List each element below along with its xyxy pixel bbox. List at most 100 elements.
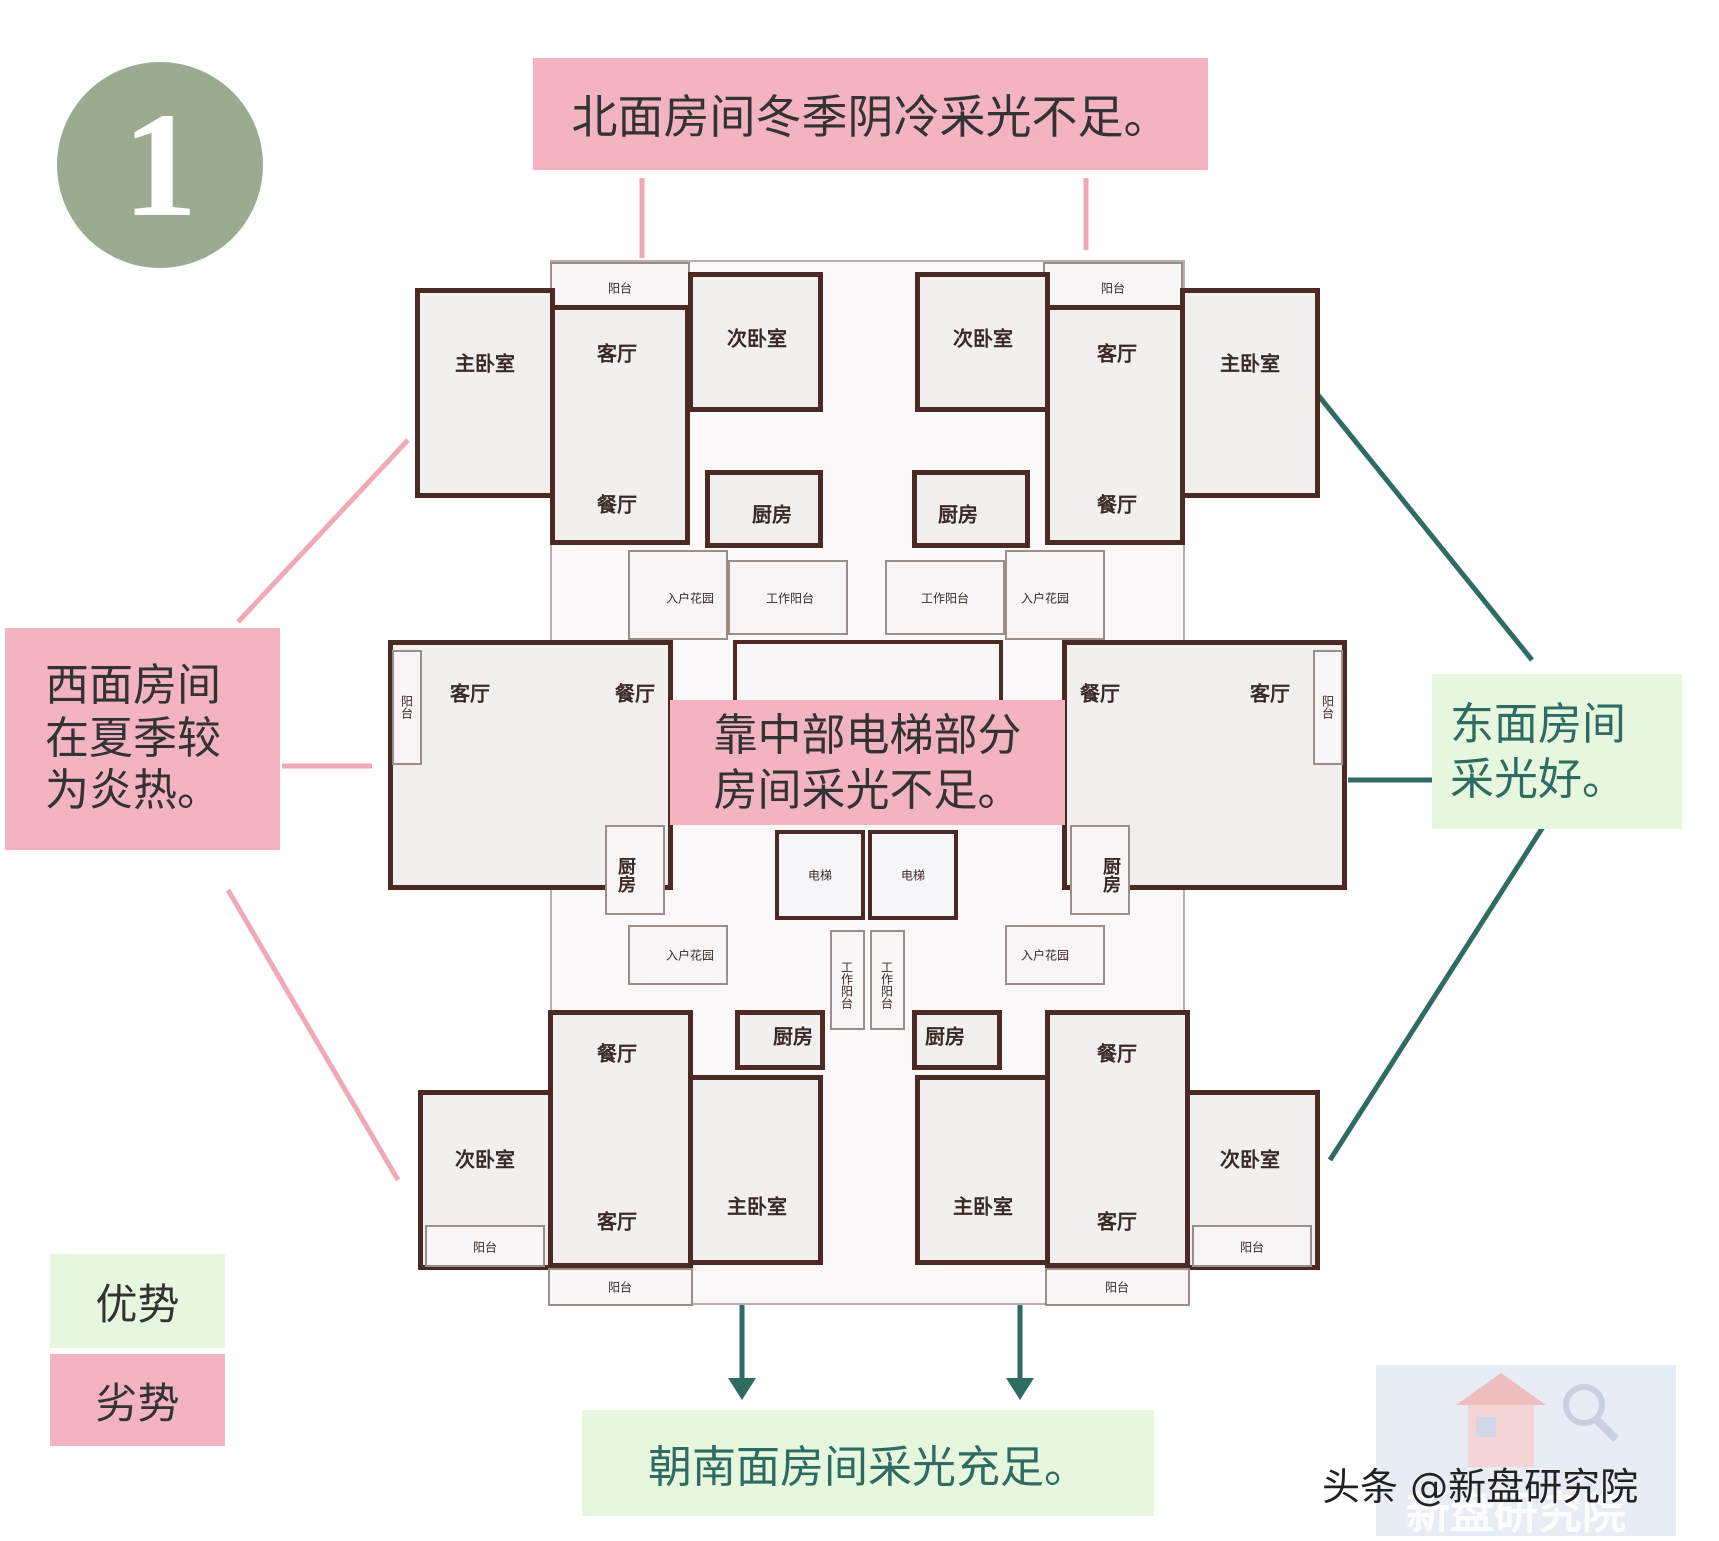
west-callout-line-2: 在夏季较 [45,712,221,764]
kitchen-mr [1070,825,1130,915]
west-callout-line-3: 为炎热。 [45,765,221,817]
south-arrowhead-right [1006,1378,1034,1400]
kitchen-br [912,1010,1002,1070]
second-bedroom-br-label: 次卧室 [1220,1147,1280,1172]
balcony-br-side [1192,1225,1312,1267]
second-bedroom-bl-label: 次卧室 [455,1147,515,1172]
master-bedroom-bl [688,1075,823,1265]
entry-garden-br [1005,925,1105,985]
kitchen-tr-label: 厨房 [938,502,978,527]
balcony-bl-side-label: 阳台 [472,1240,498,1255]
kitchen-ml-label: 厨房 [615,857,636,893]
master-bedroom-bl-label: 主卧室 [727,1194,787,1219]
balcony-bl [548,1268,693,1306]
kitchen-br-label: 厨房 [925,1024,965,1049]
balcony-ml-label: 阳台 [399,695,414,719]
master-bedroom-tr [1180,288,1320,498]
entry-garden-tr [1005,550,1105,640]
east-callout-line-2: 采光好。 [1450,753,1626,805]
entry-garden-bl-label: 入户花园 [665,948,715,963]
work-balcony-bl-label: 工作阳台 [839,961,854,1009]
south-arrowhead-left [728,1378,756,1400]
legend-disadvantage: 劣势 [50,1354,225,1446]
west-callout: 西面房间 在夏季较 为炎热。 [5,628,280,850]
master-bedroom-br-label: 主卧室 [953,1194,1013,1219]
balcony-tr-label: 阳台 [1100,281,1126,296]
dining-mr-label: 餐厅 [1080,681,1120,706]
second-bedroom-tl [688,272,823,412]
elevator-left-label: 电梯 [807,868,833,883]
east-line-lower [1327,814,1553,1162]
work-balcony-br [870,930,905,1030]
living-tl [550,305,690,545]
elevator-right-label: 电梯 [900,868,926,883]
second-bedroom-tr [915,272,1050,412]
dining-br-label: 餐厅 [1097,1041,1137,1066]
kitchen-ml [605,825,665,915]
east-line-upper [1316,393,1534,662]
west-callout-line-1: 西面房间 [45,659,221,711]
kitchen-bl-label: 厨房 [773,1024,813,1049]
entry-garden-tr-label: 入户花园 [1020,591,1070,606]
second-bedroom-tr-label: 次卧室 [953,326,1013,351]
elevator-left [775,830,865,920]
south-callout: 朝南面房间采光充足。 [582,1410,1154,1516]
work-balcony-tr [885,560,1005,635]
balcony-br-label: 阳台 [1104,1280,1130,1295]
master-bedroom-tl [415,288,555,498]
elevator-right [868,830,958,920]
balcony-ml [392,650,422,765]
legend-advantage: 优势 [50,1254,225,1348]
dining-tr-label: 餐厅 [1097,492,1137,517]
badge-number: 1 [122,82,198,248]
balcony-mr [1313,650,1343,765]
balcony-bl-label: 阳台 [607,1280,633,1295]
east-callout: 东面房间 采光好。 [1432,674,1682,829]
balcony-tr [1043,262,1183,310]
west-line-lower [225,888,401,1182]
entry-garden-tl-label: 入户花园 [665,591,715,606]
dining-bl-label: 餐厅 [597,1041,637,1066]
south-callout-text: 朝南面房间采光充足。 [648,1442,1088,1493]
master-bedroom-tl-label: 主卧室 [455,351,515,376]
master-bedroom-br [915,1075,1050,1265]
living-tr-label: 客厅 [1097,341,1137,366]
dining-ml-label: 餐厅 [615,681,655,706]
work-balcony-br-label: 工作阳台 [879,961,894,1009]
balcony-bl-side [425,1225,545,1267]
dining-tl-label: 餐厅 [597,492,637,517]
work-balcony-tr-label: 工作阳台 [920,591,970,606]
kitchen-mr-label: 厨房 [1100,857,1121,893]
watermark-text: 头条 @新盘研究院 [1322,1465,1639,1509]
watermark-logo: 新盘研究院 [1376,1365,1676,1539]
kitchen-tl [705,470,823,548]
balcony-br-side-label: 阳台 [1239,1240,1265,1255]
watermark-faded-text: 新盘研究院 [1406,1488,1626,1539]
number-badge: 1 [57,62,263,268]
entry-garden-tl [628,550,728,640]
work-balcony-bl [830,930,865,1030]
living-mr-label: 客厅 [1250,681,1290,706]
master-bedroom-tr-label: 主卧室 [1220,351,1280,376]
entry-garden-br-label: 入户花园 [1020,948,1070,963]
house-search-icon [1456,1373,1619,1467]
legend-disadvantage-label: 劣势 [95,1378,180,1428]
entry-garden-bl [628,925,728,985]
living-br-label: 客厅 [1097,1209,1137,1234]
north-callout: 北面房间冬季阴冷采光不足。 [533,58,1208,170]
legend-advantage-label: 优势 [95,1279,180,1329]
kitchen-tr [912,470,1030,548]
center-callout-line-1: 靠中部电梯部分 [713,709,1022,761]
east-callout-line-1: 东面房间 [1450,698,1626,750]
work-balcony-tl-label: 工作阳台 [765,591,815,606]
balcony-mr-label: 阳台 [1320,695,1335,719]
balcony-tl-label: 阳台 [607,281,633,296]
living-tl-label: 客厅 [597,341,637,366]
north-callout-text: 北面房间冬季阴冷采光不足。 [571,90,1170,144]
west-line-upper [236,438,410,624]
center-callout-line-2: 房间采光不足。 [713,764,1022,816]
kitchen-bl [735,1010,825,1070]
center-callout: 靠中部电梯部分 房间采光不足。 [670,700,1065,825]
